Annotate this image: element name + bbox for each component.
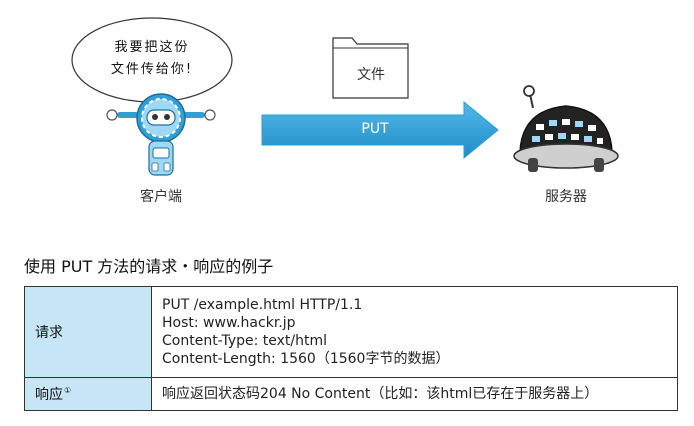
request-line: PUT /example.html HTTP/1.1 bbox=[162, 297, 363, 313]
client-label: 客户端 bbox=[140, 189, 182, 205]
bubble-text-line-2: 文件传给你! bbox=[110, 62, 194, 77]
server-robot-icon bbox=[513, 85, 619, 172]
request-response-table: 请求 PUT /example.html HTTP/1.1 Host: www.… bbox=[24, 286, 678, 411]
request-line: Content-Type: text/html bbox=[162, 333, 328, 349]
response-header-cell: 响应① bbox=[24, 377, 152, 411]
response-header: 响应 bbox=[35, 387, 63, 403]
section-title: 使用 PUT 方法的请求・响应的例子 bbox=[24, 257, 274, 276]
diagram-canvas bbox=[71, 17, 619, 176]
response-body: 响应返回状态码204 No Content（比如：该html已存在于服务器上） bbox=[151, 377, 678, 411]
footnote-mark: ① bbox=[64, 386, 72, 396]
arrow-label: PUT bbox=[361, 121, 389, 137]
request-header: 请求 bbox=[24, 286, 152, 378]
request-line: Host: www.hackr.jp bbox=[162, 315, 296, 331]
file-icon bbox=[332, 37, 409, 99]
response-row: 响应① 响应返回状态码204 No Content（比如：该html已存在于服务… bbox=[24, 377, 678, 411]
file-label: 文件 bbox=[357, 67, 385, 83]
put-diagram: 我要把这份 文件传给你! 文件 PUT 客户端 服务器 bbox=[71, 17, 619, 205]
client-robot-icon bbox=[106, 93, 216, 176]
bubble-text-line-1: 我要把这份 bbox=[114, 40, 190, 55]
request-body: PUT /example.html HTTP/1.1 Host: www.hac… bbox=[151, 286, 678, 378]
put-arrow-icon bbox=[261, 100, 499, 160]
request-row: 请求 PUT /example.html HTTP/1.1 Host: www.… bbox=[24, 286, 678, 378]
server-label: 服务器 bbox=[545, 189, 587, 205]
request-line: Content-Length: 1560（1560字节的数据） bbox=[162, 351, 450, 367]
